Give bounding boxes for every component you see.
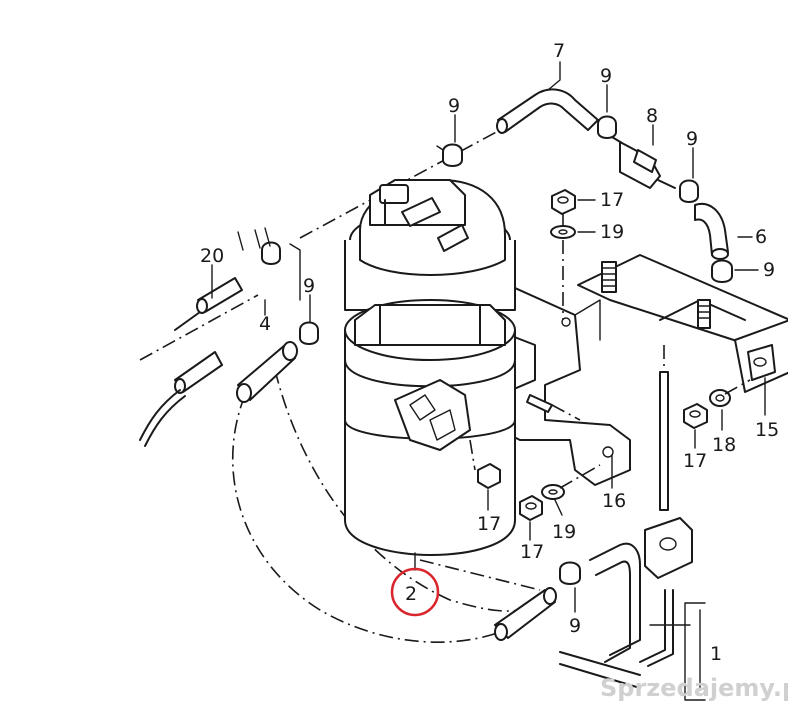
- label-19-a: 19: [600, 221, 624, 243]
- label-1: 1: [710, 643, 722, 665]
- label-4: 4: [259, 313, 271, 335]
- check-valve-8: [611, 136, 676, 189]
- clamp-9-a: [436, 143, 463, 167]
- label-18: 18: [712, 434, 736, 456]
- leader-lines: [211, 61, 766, 613]
- filter-bracket: [419, 269, 631, 486]
- label-20: 20: [200, 245, 224, 267]
- label-17-b: 17: [683, 450, 707, 472]
- fuel-filter-canister: [344, 299, 516, 556]
- label-17-a: 17: [600, 189, 624, 211]
- clamp-9-c: [679, 179, 699, 203]
- watermark-logo: Sprzedajemy.pl: [600, 674, 788, 702]
- label-9-d: 9: [763, 259, 775, 281]
- label-19-b: 19: [552, 521, 576, 543]
- highlight-part-2[interactable]: 2: [390, 567, 440, 617]
- label-9-e: 9: [303, 275, 315, 297]
- clamp-9-b: [597, 115, 617, 139]
- clamp-9-f: [559, 561, 581, 585]
- label-17-d: 17: [520, 541, 544, 563]
- label-8: 8: [646, 105, 658, 127]
- label-15: 15: [755, 419, 779, 441]
- label-17-c: 17: [477, 513, 501, 535]
- fuel-hose-6: [694, 202, 729, 260]
- label-16: 16: [602, 490, 626, 512]
- fuel-return-pipe: [559, 542, 706, 701]
- clamp-upper-left: [261, 241, 281, 265]
- label-6: 6: [755, 226, 767, 248]
- fuel-hose-4: [236, 341, 298, 403]
- clamp-9-e: [299, 321, 319, 345]
- highlight-circle: [390, 567, 440, 617]
- fuel-hose-lower: [494, 587, 557, 641]
- fuel-hose-7: [496, 88, 599, 134]
- label-7: 7: [553, 40, 565, 62]
- fasteners: [477, 189, 751, 579]
- hose-clamps: [261, 115, 733, 585]
- part-labels: 7 9 8 9 9 17 19 6 9 20 9 4 15 18 17 16 1…: [200, 40, 779, 665]
- label-9-c: 9: [448, 95, 460, 117]
- label-9-b: 9: [686, 128, 698, 150]
- connector-20: [139, 227, 301, 447]
- label-9-f: 9: [569, 615, 581, 637]
- mounting-bracket: [577, 254, 788, 393]
- filter-head: [344, 179, 516, 311]
- clamp-9-d: [711, 259, 733, 283]
- label-9-a: 9: [600, 65, 612, 87]
- label-2: 2: [405, 583, 417, 605]
